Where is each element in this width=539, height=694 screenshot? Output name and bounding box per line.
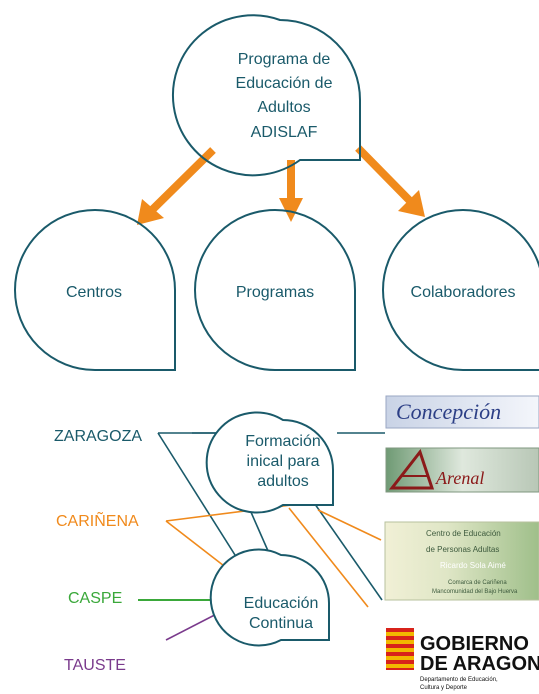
- logo-centro-line-3: Ricardo Sola Aimé: [440, 561, 506, 570]
- formacion-line-2: inical para: [247, 453, 320, 470]
- branch-programas-label: Programas: [236, 284, 314, 301]
- line-zaragoza-educacion: [157, 432, 248, 575]
- branch-colaboradores: Colaboradores: [382, 208, 539, 371]
- logo-arenal-text: Arenal: [435, 468, 484, 488]
- logo-centro-line-5: Mancomunidad del Bajo Huerva: [432, 589, 518, 595]
- branch-centros: Centros: [14, 208, 176, 371]
- top-node-line-4: ADISLAF: [251, 124, 318, 141]
- place-carinena: CARIÑENA: [56, 510, 139, 530]
- program-educacion: Educación Continua: [209, 548, 330, 647]
- arrows: [137, 145, 425, 225]
- logo-concepcion-text: Concepción: [396, 399, 501, 424]
- line-formacion-centro: [309, 496, 383, 601]
- aragon-flag-icon: [386, 628, 414, 670]
- logo-gobierno-line-4: Cultura y Deporte: [420, 685, 468, 691]
- place-zaragoza: ZARAGOZA: [54, 428, 142, 445]
- logo-centro-line-2: de Personas Adultas: [426, 545, 499, 554]
- formacion-line-1: Formación: [245, 433, 321, 450]
- branch-colaboradores-label: Colaboradores: [411, 284, 516, 301]
- place-caspe: CASPE: [68, 590, 122, 607]
- arrow-to-programas: [279, 160, 303, 222]
- logo-centro: Centro de Educación de Personas Adultas …: [384, 521, 539, 601]
- logo-gobierno-aragon: GOBIERNO DE ARAGON Departamento de Educa…: [386, 628, 539, 691]
- line-educacion-centro: [317, 509, 382, 541]
- arenal-a-icon: [388, 448, 435, 490]
- program-formacion: Formación inical para adultos: [205, 411, 334, 514]
- place-tauste: TAUSTE: [64, 657, 126, 674]
- arrow-to-colaboradores: [355, 145, 425, 217]
- places: ZARAGOZA CARIÑENA CASPE TAUSTE: [54, 428, 142, 674]
- arrow-to-centros: [137, 147, 216, 225]
- logo-centro-line-4: Comarca de Cariñena: [448, 580, 507, 586]
- educacion-line-2: Continua: [249, 615, 313, 632]
- logo-concepcion: Concepción: [385, 395, 539, 429]
- logo-arenal: Arenal: [385, 447, 539, 493]
- logo-gobierno-line-2: DE ARAGON: [420, 653, 539, 675]
- logo-centro-line-1: Centro de Educación: [426, 529, 501, 538]
- top-node-line-2: Educación de: [236, 75, 333, 92]
- formacion-line-3: adultos: [257, 473, 309, 490]
- top-node-line-3: Adultos: [257, 99, 310, 116]
- top-node: Programa de Educación de Adultos ADISLAF: [171, 14, 361, 177]
- educacion-line-1: Educación: [244, 595, 319, 612]
- logo-gobierno-line-3: Departamento de Educación,: [420, 677, 498, 683]
- logo-gobierno-line-1: GOBIERNO: [420, 633, 529, 655]
- top-node-line-1: Programa de: [238, 51, 331, 68]
- branch-centros-label: Centros: [66, 284, 122, 301]
- branch-programas: Programas: [194, 208, 356, 371]
